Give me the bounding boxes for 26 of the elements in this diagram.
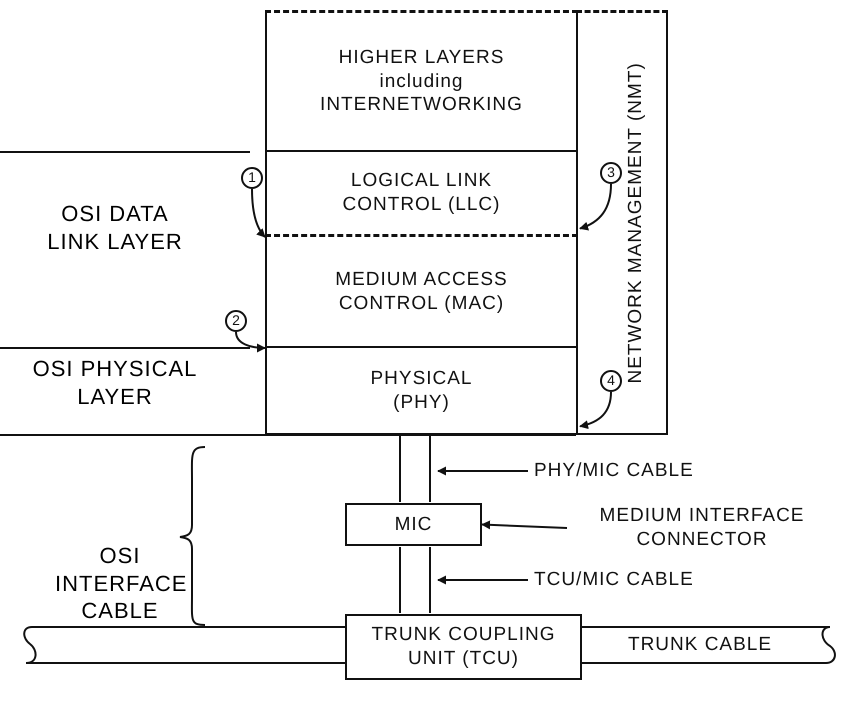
arrow: [437, 466, 528, 476]
coupling-unit-box: TRUNK COUPLING UNIT (TCU): [345, 614, 582, 680]
side-label: OSI PHYSICAL LAYER: [32, 355, 198, 410]
callout-number: 1: [241, 167, 263, 189]
callout-number: 2: [225, 310, 247, 332]
callout-text: TCU/MIC CABLE: [528, 567, 698, 593]
side-label: OSI DATA LINK LAYER: [46, 200, 184, 255]
arrow: [437, 576, 528, 584]
layer-box: HIGHER LAYERS including INTERNETWORKING: [265, 10, 578, 152]
layer-box: PHYSICAL (PHY): [265, 348, 578, 435]
connector-box: MIC: [345, 503, 482, 546]
cable-line: [399, 546, 431, 614]
arrow: [481, 520, 568, 530]
callout-text: PHY/MIC CABLE: [528, 458, 698, 484]
layer-box: LOGICAL LINK CONTROL (LLC): [265, 152, 578, 237]
callout-number: 3: [600, 162, 622, 184]
leader-line: [579, 392, 612, 429]
cable-band: TRUNK CABLE: [582, 626, 840, 664]
leader-line: [251, 188, 266, 238]
cable-line: [399, 435, 431, 503]
side-label: OSI INTERFACE CABLE: [55, 542, 185, 624]
layer-box: MEDIUM ACCESS CONTROL (MAC): [265, 237, 578, 348]
leader-line: [579, 184, 612, 230]
leader-line: [235, 332, 266, 352]
callout-text: MEDIUM INTERFACE CONNECTOR: [567, 505, 837, 551]
callout-number: 4: [600, 370, 622, 392]
